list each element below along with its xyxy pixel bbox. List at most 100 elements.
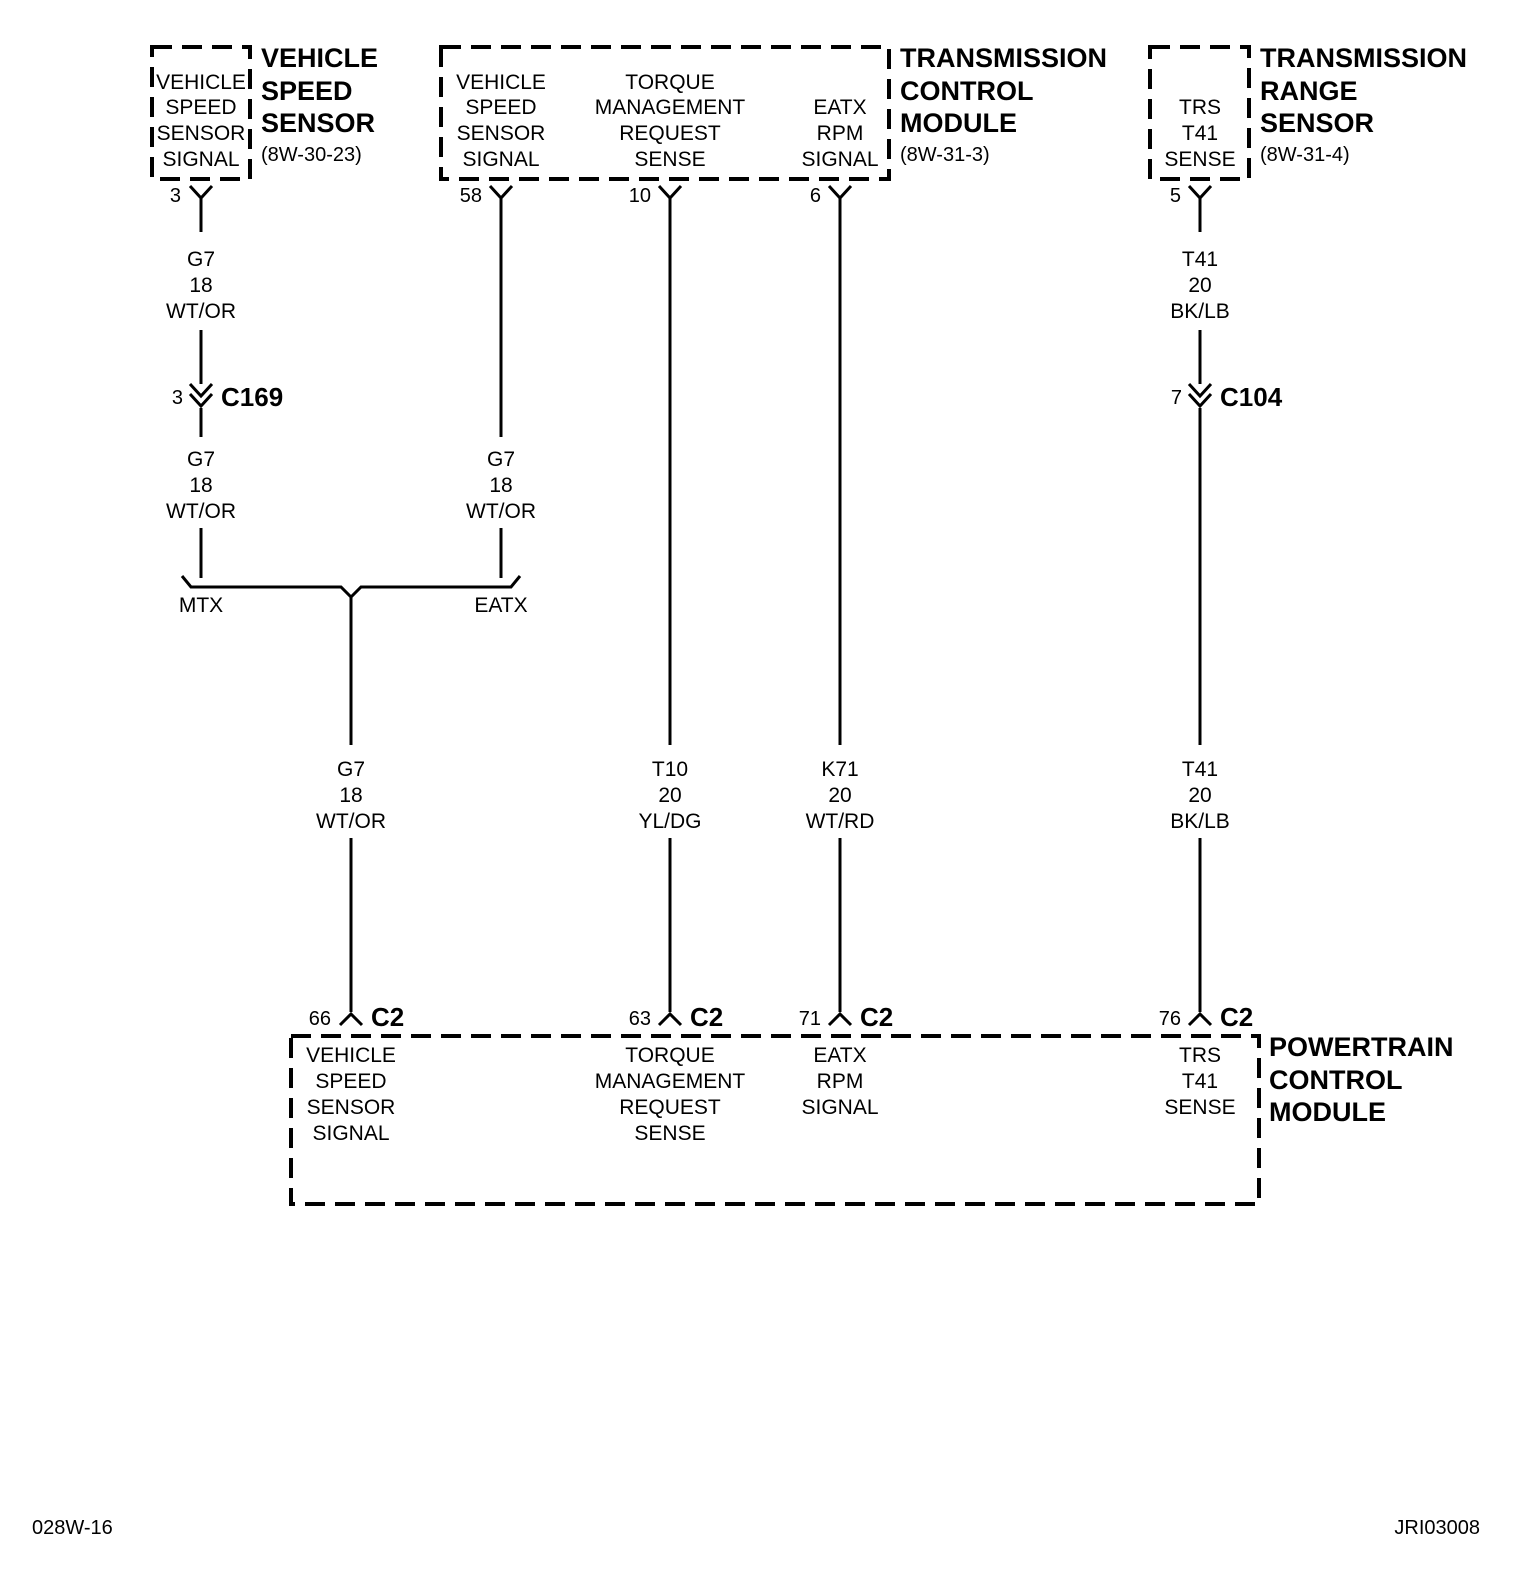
tcm-title-line-1: TRANSMISSION (900, 43, 1107, 73)
wire-label-circuit: K71 (821, 758, 858, 781)
vss-pin-number: 3 (170, 185, 181, 207)
pcm-title-line-3: MODULE (1269, 1097, 1386, 1127)
pcm-tmr-function-label: TORQUE MANAGEMENT REQUEST SENSE (595, 1044, 746, 1145)
wire-label-pcm-vss: G7 18 WT/OR (316, 758, 386, 833)
vehicle-speed-sensor-box (150, 45, 252, 181)
tcm-vss-line-2: SPEED (465, 96, 536, 119)
pcm-title-line-2: CONTROL (1269, 1065, 1402, 1095)
trs-ref: (8W-31-4) (1260, 144, 1350, 166)
trs-terminal (1187, 184, 1213, 201)
pcm-terminal-eatx: 71 C2 (799, 1002, 894, 1032)
vss-title-line-2: SPEED (261, 76, 353, 106)
tcm-eatx-terminal (827, 184, 853, 201)
tcm-title-line-3: MODULE (900, 108, 1017, 138)
tcm-title: TRANSMISSION CONTROL MODULE (8W-31-3) (900, 43, 1107, 166)
wire-label-k71: K71 20 WT/RD (806, 758, 875, 833)
pcm-trs-line-1: TRS (1179, 1044, 1221, 1067)
pcm-tmr-terminal-icon (657, 1011, 683, 1027)
trs-title-line-1: TRANSMISSION (1260, 43, 1467, 73)
pcm-tmr-line-3: REQUEST (619, 1096, 721, 1119)
wire-label-vss-lower: G7 18 WT/OR (166, 448, 236, 523)
pcm-trs-pin-number: 76 (1159, 1008, 1181, 1030)
vss-ref: (8W-30-23) (261, 144, 362, 166)
vss-function-line-2: SPEED (165, 96, 236, 119)
mtx-eatx-splice (180, 575, 522, 600)
pcm-vss-line-1: VEHICLE (306, 1044, 396, 1067)
trs-title-line-2: RANGE (1260, 76, 1358, 106)
wire-label-trs-upper: T41 20 BK/LB (1170, 248, 1230, 323)
pcm-tmr-pin-number: 63 (629, 1008, 651, 1030)
wire-label-trs-lower: T41 20 BK/LB (1170, 758, 1230, 833)
trs-function-line-1: TRS (1179, 96, 1221, 119)
pcm-trs-connector: C2 (1220, 1002, 1253, 1032)
c169-pin-number: 3 (172, 387, 183, 409)
tcm-tmr-line-4: SENSE (634, 148, 705, 171)
powertrain-control-module-box (289, 1034, 1261, 1206)
wire-label-tcm-vss: G7 18 WT/OR (466, 448, 536, 523)
pcm-terminal-trs: 76 C2 (1159, 1002, 1254, 1032)
trs-function-label: TRS T41 SENSE (1164, 96, 1235, 171)
trs-pin-number: 5 (1170, 185, 1181, 207)
tcm-ref: (8W-31-3) (900, 144, 990, 166)
wire-label-circuit: T41 (1182, 248, 1218, 271)
vss-title: VEHICLE SPEED SENSOR (8W-30-23) (261, 43, 378, 166)
pcm-terminal-tmr: 63 C2 (629, 1002, 724, 1032)
c169-name: C169 (221, 382, 283, 412)
pcm-vss-pin-number: 66 (309, 1008, 331, 1030)
vss-function-line-4: SIGNAL (162, 148, 239, 171)
c104-chevron-icon (1187, 382, 1213, 409)
pcm-tmr-line-2: MANAGEMENT (595, 1070, 746, 1093)
pcm-title-line-1: POWERTRAIN (1269, 1032, 1454, 1062)
c104-name: C104 (1220, 382, 1283, 412)
wire-label-circuit: G7 (187, 248, 215, 271)
wire-label-circuit: G7 (187, 448, 215, 471)
connector-c169: 3 C169 (172, 382, 283, 412)
trs-function-line-3: SENSE (1164, 148, 1235, 171)
wire-label-color: WT/OR (466, 500, 536, 523)
vss-function-line-3: SENSOR (157, 122, 246, 145)
pcm-tmr-connector: C2 (690, 1002, 723, 1032)
wire-label-color: YL/DG (638, 810, 701, 833)
vss-terminal (188, 184, 214, 201)
wire-label-t10: T10 20 YL/DG (638, 758, 701, 833)
wire-label-vss-upper: G7 18 WT/OR (166, 248, 236, 323)
pcm-vss-function-label: VEHICLE SPEED SENSOR SIGNAL (306, 1044, 396, 1145)
transmission-range-sensor-box (1148, 45, 1251, 181)
wire-label-gauge: 18 (189, 274, 212, 297)
wire-label-color: BK/LB (1170, 810, 1230, 833)
page-code: 028W-16 (32, 1517, 113, 1539)
wire-label-circuit: G7 (337, 758, 365, 781)
pcm-tmr-line-1: TORQUE (625, 1044, 714, 1067)
tcm-eatx-line-2: RPM (817, 122, 864, 145)
pcm-eatx-connector: C2 (860, 1002, 893, 1032)
trs-title-line-3: SENSOR (1260, 108, 1374, 138)
pcm-title: POWERTRAIN CONTROL MODULE (1269, 1032, 1454, 1127)
tcm-tmr-pin-number: 10 (629, 185, 651, 207)
pcm-trs-line-3: SENSE (1164, 1096, 1235, 1119)
pcm-trs-line-2: T41 (1182, 1070, 1218, 1093)
wire-label-circuit: T10 (652, 758, 688, 781)
splice-label-mtx: MTX (179, 594, 223, 617)
pcm-terminal-vss: 66 C2 (309, 1002, 405, 1032)
wire-label-gauge: 20 (1188, 274, 1211, 297)
tcm-title-line-2: CONTROL (900, 76, 1033, 106)
tcm-vss-function-label: VEHICLE SPEED SENSOR SIGNAL (456, 71, 546, 171)
pcm-vss-line-2: SPEED (315, 1070, 386, 1093)
figure-id: JRI03008 (1394, 1517, 1480, 1539)
pcm-eatx-pin-number: 71 (799, 1008, 821, 1030)
wire-label-color: WT/OR (316, 810, 386, 833)
transmission-control-module-box (439, 45, 891, 181)
tcm-tmr-line-2: MANAGEMENT (595, 96, 746, 119)
pcm-eatx-function-label: EATX RPM SIGNAL (801, 1044, 878, 1119)
tcm-vss-line-1: VEHICLE (456, 71, 546, 94)
trs-title: TRANSMISSION RANGE SENSOR (8W-31-4) (1260, 43, 1467, 166)
vss-title-line-3: SENSOR (261, 108, 375, 138)
connector-c104: 7 C104 (1171, 382, 1283, 412)
wire-label-gauge: 20 (658, 784, 681, 807)
pcm-vss-terminal-icon (338, 1011, 364, 1027)
tcm-vss-line-3: SENSOR (457, 122, 546, 145)
wire-label-gauge: 18 (489, 474, 512, 497)
tcm-eatx-line-3: SIGNAL (801, 148, 878, 171)
tcm-eatx-pin-number: 6 (810, 185, 821, 207)
